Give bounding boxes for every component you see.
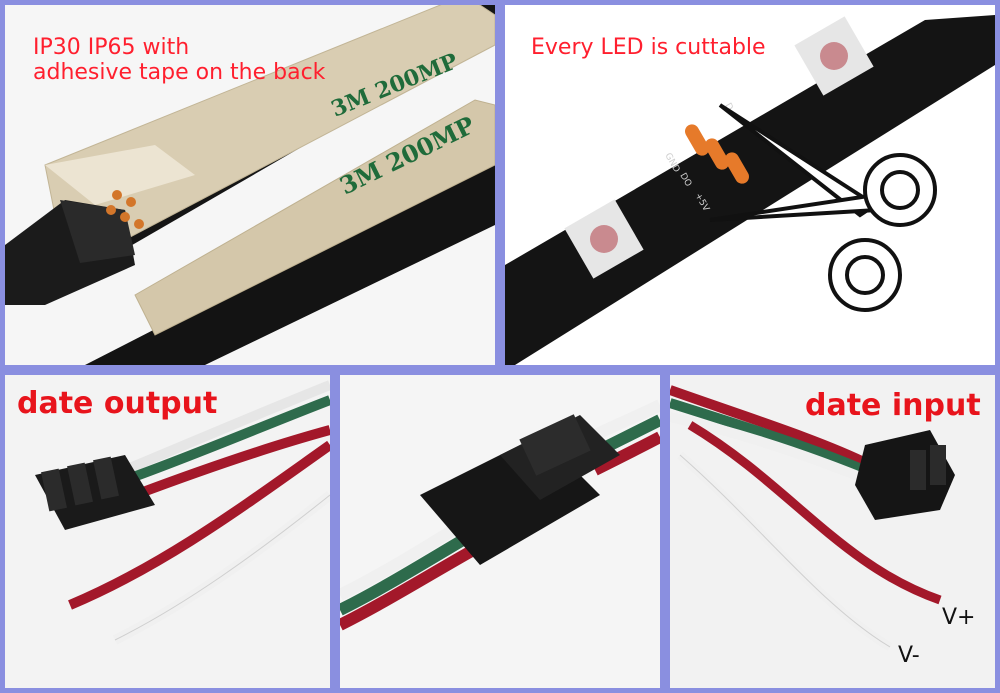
output-connector-housing (35, 455, 155, 530)
led-strip-illustration: GND D DO +5V (505, 15, 995, 365)
pad-label-d: D (722, 102, 734, 113)
panel-mated-connector (340, 375, 660, 688)
output-caption: date output (17, 386, 218, 421)
output-connector-illustration (35, 380, 330, 645)
panel-date-output: date output (5, 375, 330, 688)
tape-caption: IP30 IP65 with adhesive tape on the back (33, 35, 325, 86)
pad-label-gnd: GND (662, 152, 681, 175)
panel-date-input: date input V+ V- (670, 375, 995, 688)
input-connector-housing (855, 430, 955, 520)
input-caption: date input (805, 388, 981, 423)
tape-strip-illustration: 3M 200MP 3M 200MP (5, 5, 495, 365)
panel-cuttable-led: GND D DO +5V Every LED is cuttable (505, 5, 995, 365)
mated-connector-illustration (340, 399, 660, 631)
panel-adhesive-tape: 3M 200MP 3M 200MP IP30 IP65 with adhesiv… (5, 5, 495, 365)
scissors-icon (709, 103, 937, 312)
tape-caption-line-1: IP30 IP65 with (33, 35, 190, 60)
led-chip-upper (794, 16, 874, 96)
cut-caption: Every LED is cuttable (531, 35, 766, 60)
vminus-label: V- (898, 643, 920, 668)
tape-caption-line-2: adhesive tape on the back (33, 60, 326, 86)
input-connector-illustration (670, 385, 955, 651)
led-chip-lower (564, 199, 644, 279)
mated-connector-housing (420, 414, 620, 565)
vplus-label: V+ (942, 605, 976, 630)
cut-pads (685, 124, 749, 184)
